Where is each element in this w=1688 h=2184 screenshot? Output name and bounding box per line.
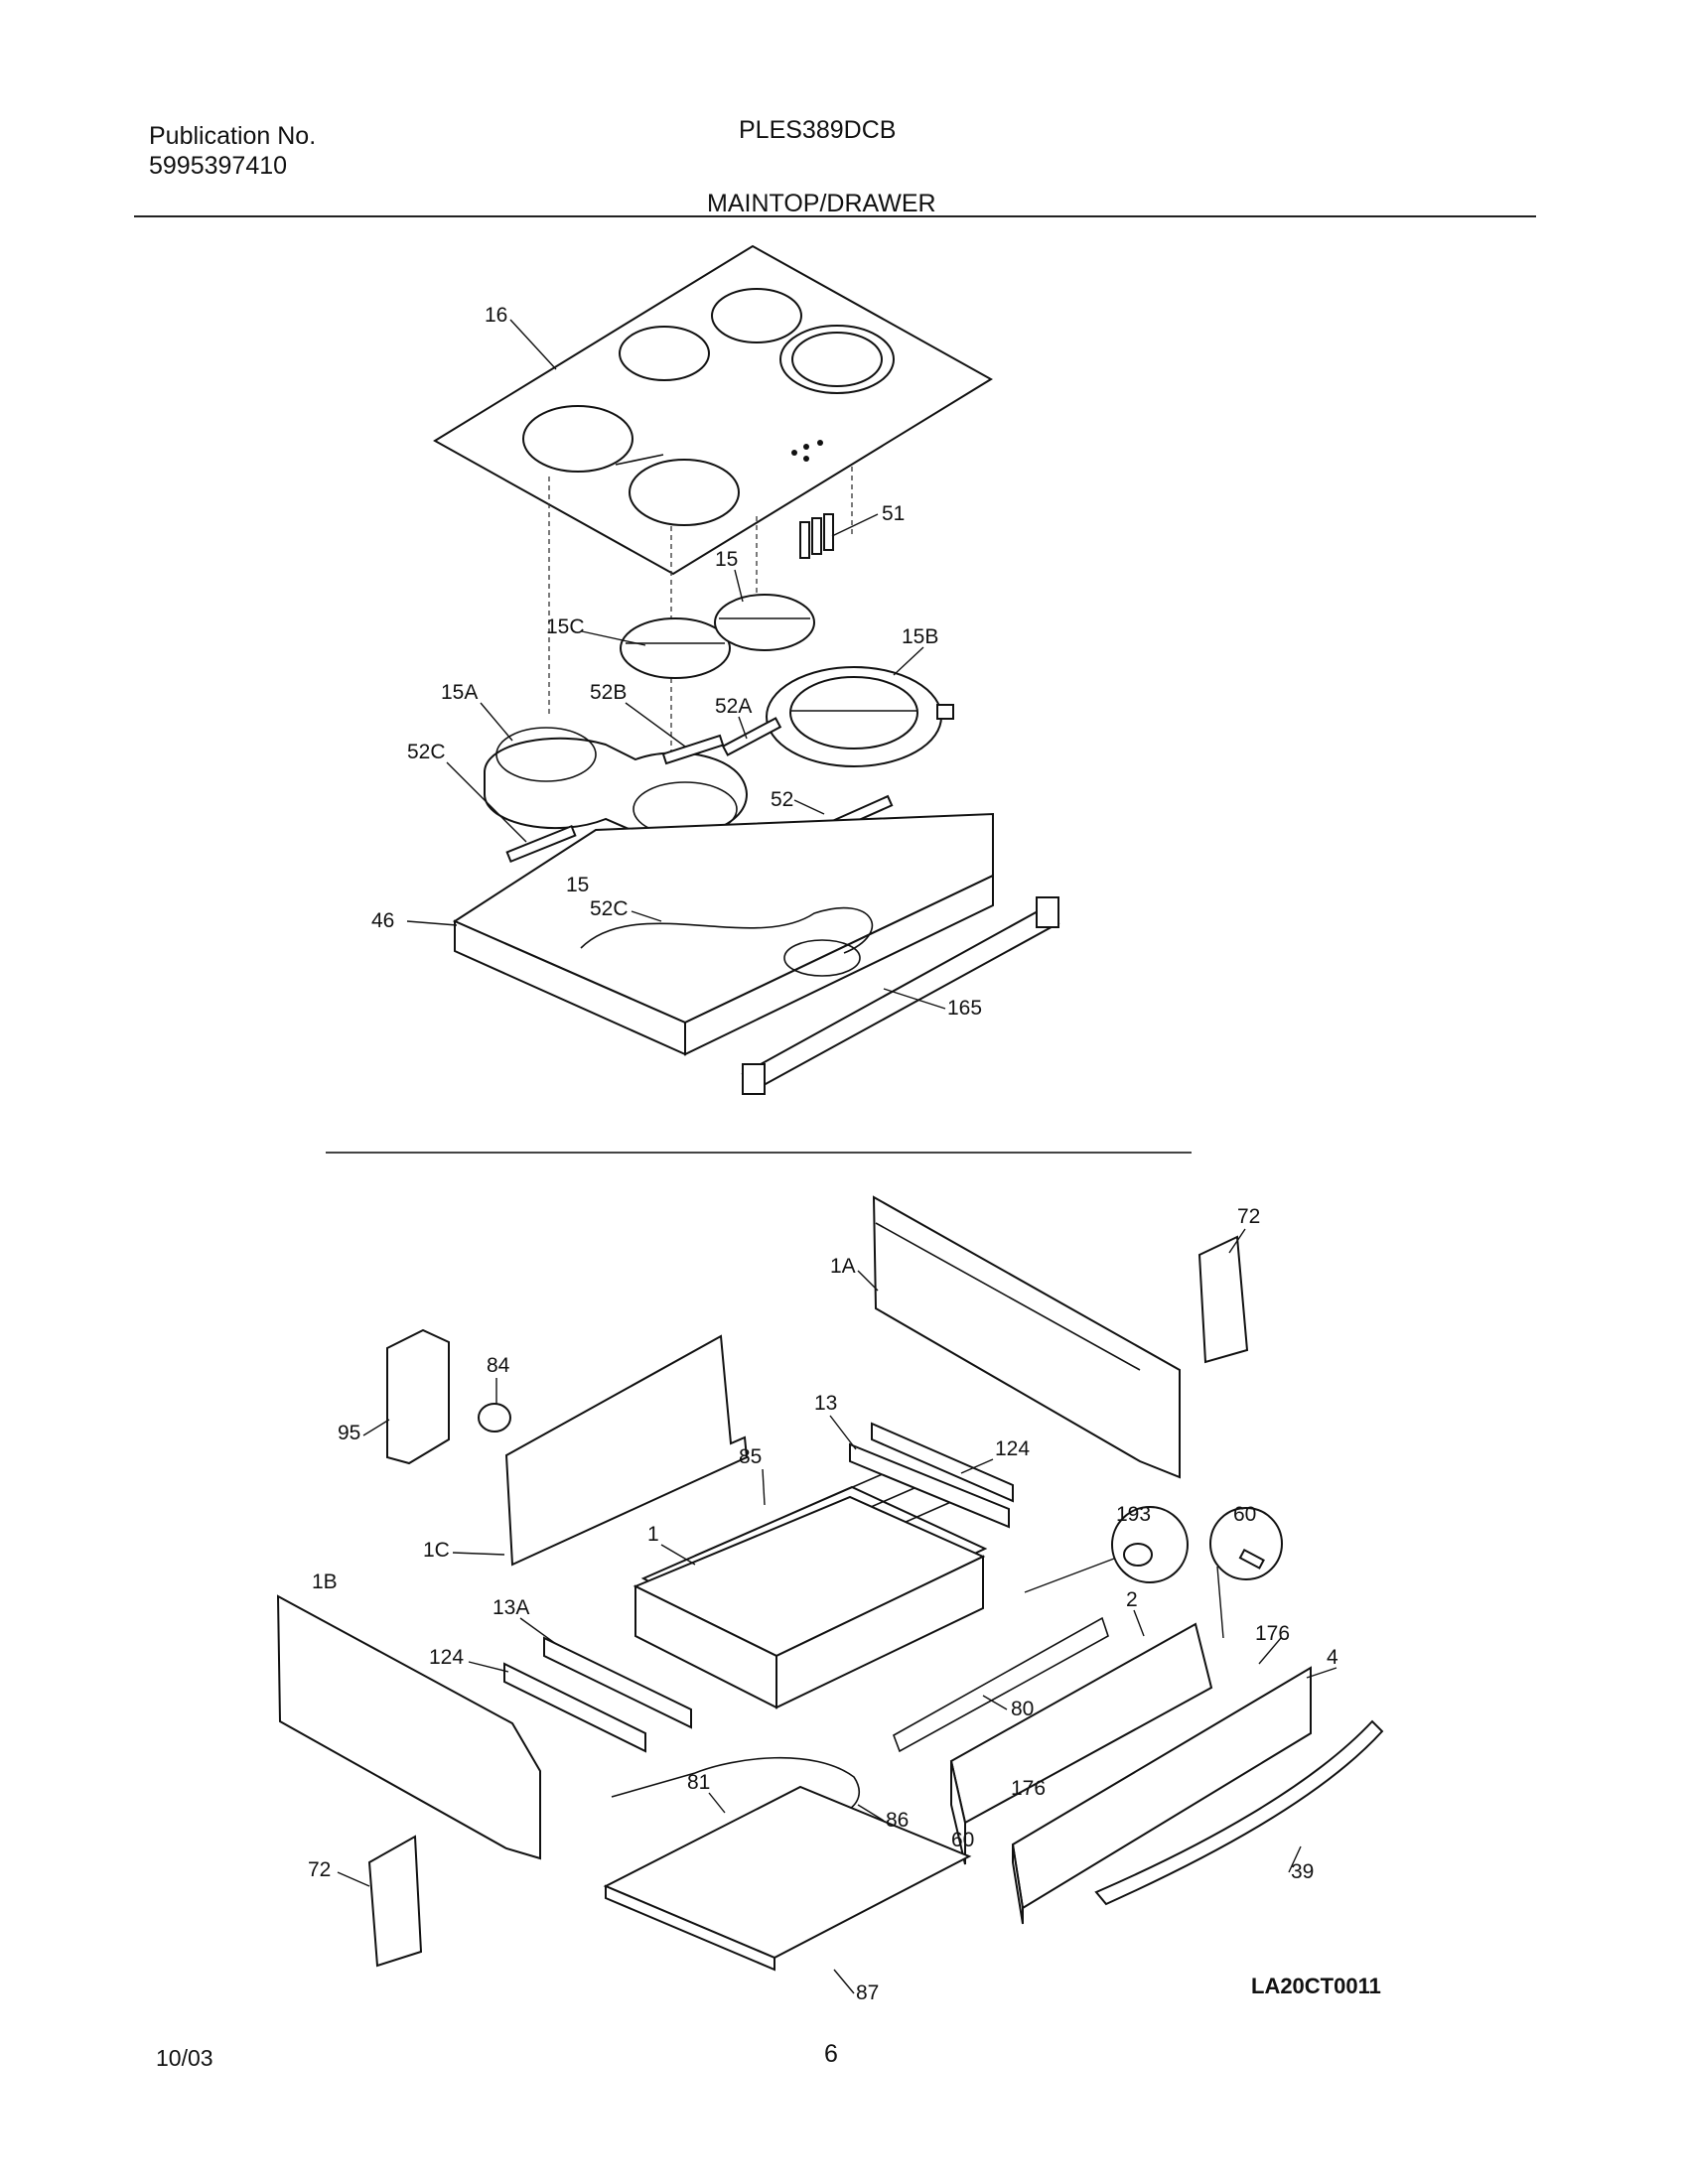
handle-39 [1094,1719,1384,1906]
header-rule [134,215,1536,217]
callout-15-mid: 15 [566,874,589,896]
drawer-liner-1 [633,1495,986,1709]
footer-date: 10/03 [156,2045,213,2071]
callout-86: 86 [886,1809,909,1832]
callout-95: 95 [338,1422,360,1444]
callout-176-top: 176 [1255,1622,1290,1645]
maintop-pan [452,812,994,1056]
publication-label: Publication No. [149,122,317,150]
callout-2: 2 [1126,1588,1138,1611]
slide-13 [849,1442,1010,1529]
callout-80: 80 [1011,1698,1034,1720]
vent-box-95 [386,1328,450,1465]
callout-13A: 13A [492,1596,529,1619]
gasket-80 [893,1616,1109,1753]
callout-1A: 1A [830,1255,856,1278]
callout-85: 85 [739,1445,762,1468]
callout-60-bot: 60 [951,1829,974,1851]
callout-84: 84 [487,1354,510,1377]
callout-1B: 1B [312,1570,338,1593]
front-trim-rail [741,896,1060,1095]
callout-176-bot: 176 [1011,1777,1046,1800]
inner-door-2 [949,1622,1213,1865]
callout-4: 4 [1327,1646,1338,1669]
drawer-bottom-87 [603,1785,972,1972]
callout-labels: 16 51 15 15C 15B 15A 52B 52A 52C 52 15 4… [308,304,1338,2004]
publication-number: 5995397410 [149,152,288,180]
callout-15A: 15A [441,681,478,704]
callout-193: 193 [1116,1503,1151,1526]
thermostat-84 [478,1403,511,1433]
radiant-elements [484,594,954,838]
page-number: 6 [824,2040,838,2068]
callout-52: 52 [771,788,793,811]
callout-39: 39 [1291,1860,1314,1883]
leader-lines [337,319,1337,1994]
drawer-panel-1B [276,1594,541,1860]
callout-124-top: 124 [995,1437,1030,1460]
side-bracket-72-top [1197,1235,1249,1364]
callout-15-top: 15 [715,548,738,571]
callout-72-bot: 72 [308,1858,331,1881]
callout-46: 46 [371,909,394,932]
model-number: PLES389DCB [739,116,897,144]
glass-cooktop [433,244,993,576]
callout-124-bot: 124 [429,1646,464,1669]
callout-52B: 52B [590,681,627,704]
drawing-code: LA20CT0011 [1251,1974,1381,1998]
callout-52C: 52C [407,741,446,763]
slide-13A [543,1636,692,1729]
callout-81: 81 [687,1771,710,1794]
side-bracket-72-bot [367,1835,423,1968]
infinite-switch-group [799,513,834,559]
callout-87: 87 [856,1981,879,2004]
callout-52C-b: 52C [590,897,629,920]
callout-15B: 15B [902,625,938,648]
callout-51: 51 [882,502,905,525]
slide-124-top [871,1422,1014,1503]
callout-72-top: 72 [1237,1205,1260,1228]
back-panel-1A [872,1195,1181,1479]
callout-15C: 15C [546,615,585,638]
detail-circles [1024,1506,1283,1639]
slide-124-bot [503,1662,646,1753]
section-title: MAINTOP/DRAWER [707,190,936,217]
drawer-panel-1C [504,1334,749,1567]
callout-1: 1 [647,1523,659,1546]
callout-1C: 1C [423,1539,450,1562]
drawer-front-4 [1011,1666,1312,1925]
callout-16: 16 [485,304,507,327]
callout-165: 165 [947,997,982,1020]
callout-52A: 52A [715,695,752,718]
section-divider [326,1152,1192,1154]
callout-60-top: 60 [1233,1503,1256,1526]
callout-13: 13 [814,1392,837,1415]
